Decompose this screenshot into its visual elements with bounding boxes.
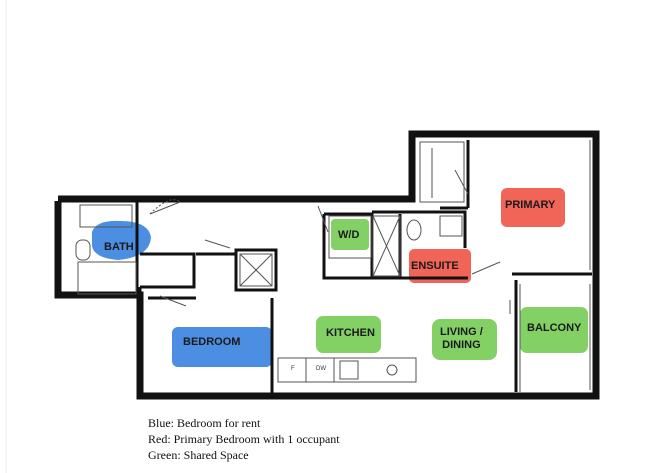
balcony-highlight: [520, 307, 588, 353]
living-highlight: [432, 319, 497, 360]
door-ensuite: [471, 261, 501, 275]
door-hall: [204, 239, 231, 249]
ensuite-toilet: [406, 219, 422, 241]
primary-closet: [419, 141, 465, 203]
cooktop: [386, 364, 398, 376]
bedroom-highlight: [172, 327, 272, 367]
washer-dryer: [328, 215, 372, 259]
room-label-wd: W/D: [338, 229, 360, 241]
bath-vanity: [79, 204, 133, 228]
room-label-living: LIVING / DINING: [440, 326, 483, 351]
outer-wall: [54, 130, 600, 400]
fixture-label-dishwasher: DW: [316, 366, 326, 372]
fixture-label-fridge: F: [291, 366, 295, 372]
kitchen-counter: [277, 357, 417, 383]
room-label-kitchen: KITCHEN: [326, 327, 375, 339]
door-primary: [454, 169, 469, 195]
primary-highlight: [501, 188, 565, 227]
kitchen-sink: [339, 360, 359, 380]
legend-red: Red: Primary Bedroom with 1 occupant: [148, 432, 340, 446]
wd-highlight: [331, 219, 369, 250]
door-entry: [317, 205, 329, 233]
legend-green: Green: Shared Space: [148, 448, 249, 462]
door-bath: [149, 201, 181, 215]
ensuite-highlight: [409, 249, 471, 283]
room-label-bedroom: BEDROOM: [183, 336, 241, 348]
exterior-walls: [54, 130, 600, 400]
legend: Blue: Bedroom for rent Red: Primary Bedr…: [148, 415, 340, 463]
bathtub: [77, 261, 137, 295]
fixtures: [75, 140, 591, 392]
shower: [372, 215, 401, 277]
kitchen-highlight: [316, 316, 381, 353]
room-label-bath: BATH: [104, 241, 134, 253]
room-label-balcony: BALCONY: [527, 322, 582, 334]
door-bath-arc: [149, 199, 181, 215]
bath-toilet: [75, 239, 91, 261]
interior-walls: [135, 140, 592, 396]
room-label-primary: PRIMARY: [505, 199, 556, 211]
legend-blue: Blue: Bedroom for rent: [148, 416, 261, 430]
ensuite-vanity: [439, 215, 463, 237]
door-bedroom: [159, 295, 187, 307]
closet-box: [239, 253, 273, 287]
room-label-ensuite: ENSUITE: [411, 260, 459, 272]
